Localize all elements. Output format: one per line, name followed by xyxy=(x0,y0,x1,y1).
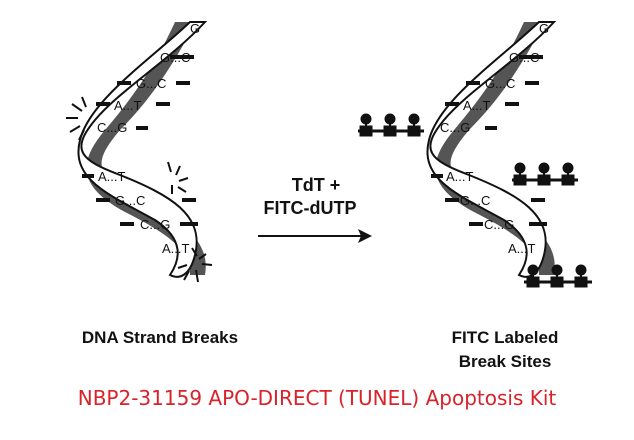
left-bp-4: A...T xyxy=(114,98,142,113)
fitc-label-group-middle xyxy=(512,162,578,186)
product-title: NBP2-31159 APO-DIRECT (TUNEL) Apoptosis … xyxy=(77,386,557,410)
fitc-label-icon xyxy=(561,162,575,186)
fitc-label-icon xyxy=(550,264,564,288)
caption-dna-strand-breaks: DNA Strand Breaks xyxy=(81,328,239,347)
fitc-label-icon xyxy=(359,113,373,137)
left-bp-9: A...T xyxy=(162,241,190,256)
fitc-label-icon xyxy=(537,162,551,186)
right-bp-2: G...C xyxy=(509,50,539,65)
right-base-pair-bars xyxy=(431,55,547,226)
right-bp-7: G...C xyxy=(460,193,490,208)
caption-fitc-labeled: FITC Labeled Break Sites xyxy=(420,326,590,374)
arrow-right-icon xyxy=(258,229,372,243)
right-bp-9: A...T xyxy=(508,241,536,256)
fitc-label-icon xyxy=(407,113,421,137)
right-bp-1: G xyxy=(539,21,549,36)
left-bp-7: G...C xyxy=(115,193,145,208)
fitc-label-group-lower xyxy=(524,264,592,288)
fitc-label-icon xyxy=(383,113,397,137)
left-bp-6: A...T xyxy=(98,169,126,184)
fitc-label-icon xyxy=(574,264,588,288)
fitc-label-icon xyxy=(526,264,540,288)
left-bp-3: G...C xyxy=(136,76,166,91)
left-bp-8: C...G xyxy=(140,217,170,232)
fitc-label-icon xyxy=(513,162,527,186)
left-dna-helix: G G...C G...C A...T C...G A...T G...C C.… xyxy=(66,21,213,283)
left-bp-1: G xyxy=(190,21,200,36)
right-bp-3: G...C xyxy=(485,76,515,91)
left-bp-5: C...G xyxy=(97,120,127,135)
caption-fitc-line2: Break Sites xyxy=(458,352,552,371)
break-mark-icon xyxy=(66,96,87,141)
right-bp-8: C...G xyxy=(484,217,514,232)
arrow-label-line1: TdT + xyxy=(292,175,341,195)
break-mark-icon xyxy=(167,161,189,194)
right-bp-5: C...G xyxy=(440,120,470,135)
right-dna-helix: G G...C G...C A...T C...G A...T G...C C.… xyxy=(358,21,592,288)
right-bp-4: A...T xyxy=(463,98,491,113)
left-base-pair-bars xyxy=(82,55,198,226)
arrow-label-line2: FITC-dUTP xyxy=(264,198,357,218)
fitc-label-group-upper xyxy=(358,113,424,137)
left-bp-2: G...C xyxy=(160,50,190,65)
caption-fitc-line1: FITC Labeled xyxy=(451,328,559,347)
reaction-arrow: TdT + FITC-dUTP xyxy=(258,175,372,243)
right-bp-6: A...T xyxy=(446,169,474,184)
break-mark-icon xyxy=(177,247,213,283)
